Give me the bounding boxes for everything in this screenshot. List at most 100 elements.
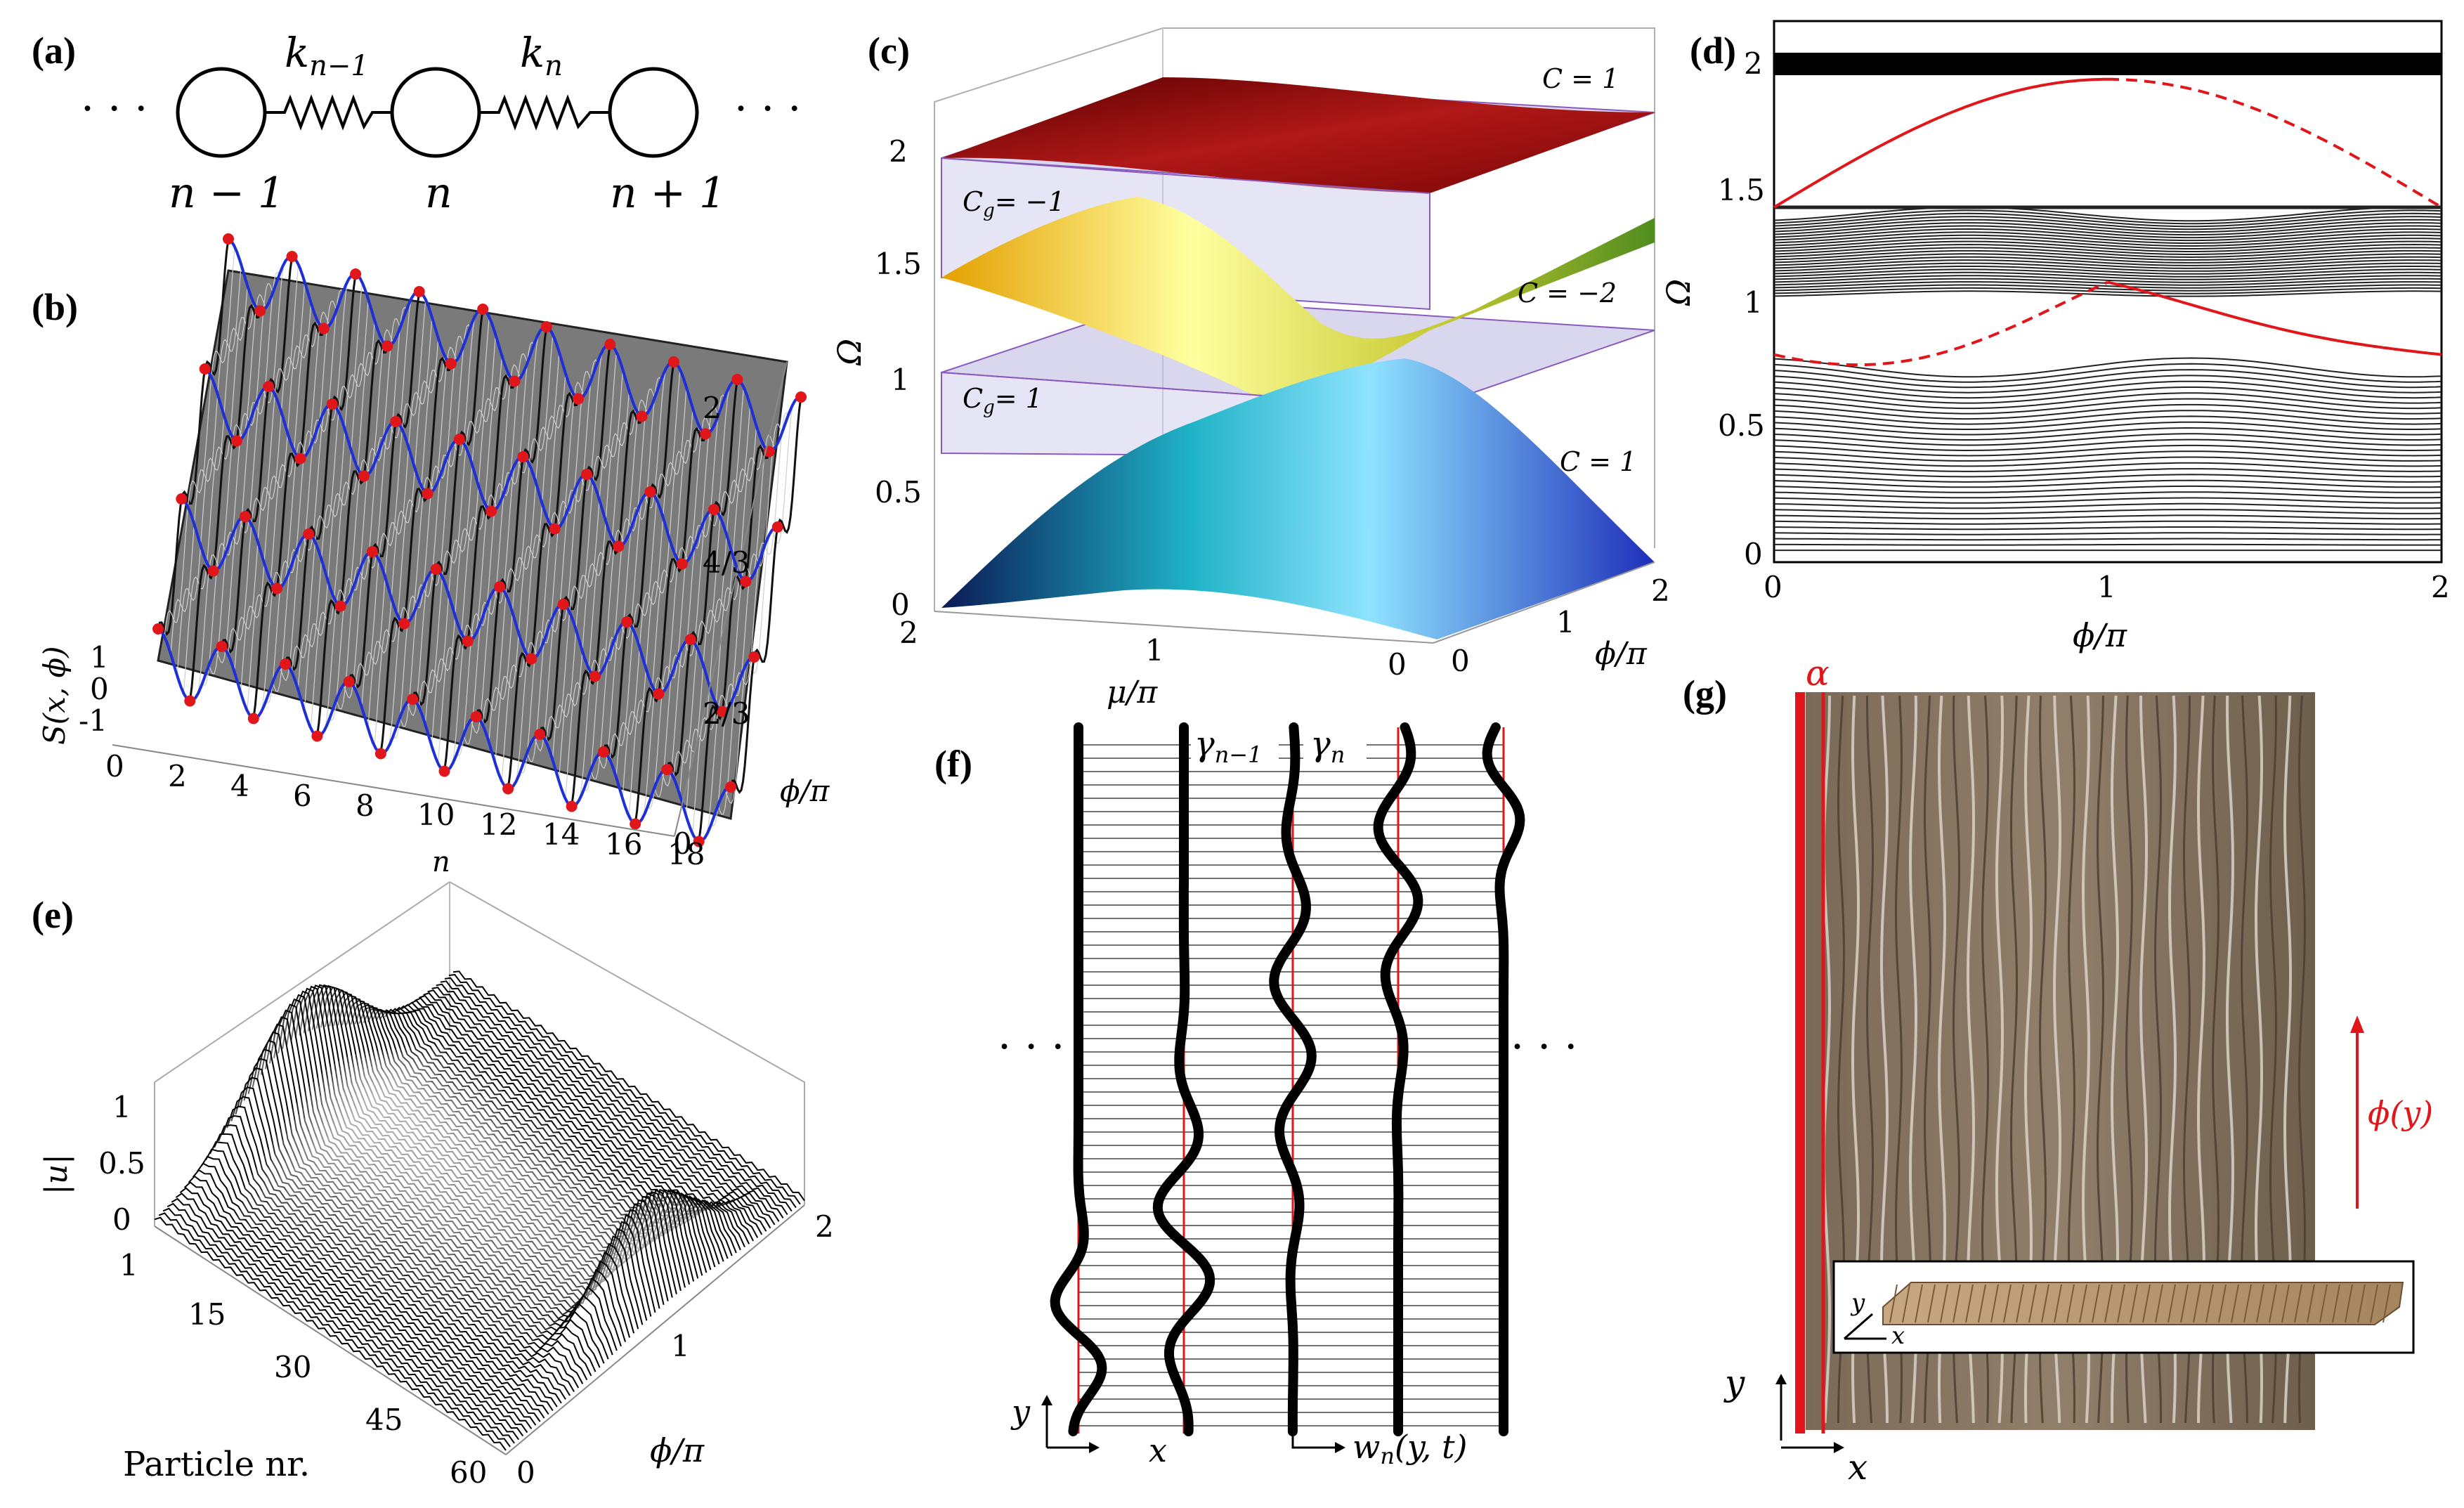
b-red-point [557, 599, 569, 610]
panel-label-f: (f) [934, 743, 972, 785]
d-middle-band-line [1773, 240, 2442, 252]
panel-g-photo: α ϕ(y) y x y x [1723, 653, 2433, 1488]
b-z-tick-0: 0 [90, 672, 109, 706]
e-waterfall-line [209, 1141, 562, 1404]
b-x-tick: 2 [168, 759, 187, 793]
g-inset-rib [2130, 1284, 2138, 1323]
c-phi-tick-2: 2 [1651, 573, 1670, 608]
b-mesh-line [672, 387, 745, 778]
f-axes-arrowheads [1041, 1395, 1100, 1453]
d-lower-band-line [1773, 479, 2442, 488]
b-red-point [540, 321, 552, 332]
c-z-tick-2: 2 [889, 134, 908, 169]
e-waterfall-line [273, 1009, 626, 1342]
b-red-point [731, 374, 743, 385]
b-mesh-line [692, 443, 764, 834]
b-mesh-line [310, 338, 382, 729]
c-phi-label: ϕ/π [1595, 636, 1648, 672]
b-phi-tick-2: 2 [703, 391, 722, 425]
c-axis-phi [1433, 561, 1655, 644]
g-inset-rib [2016, 1284, 2024, 1323]
b-red-point [398, 618, 410, 630]
b-mesh-line [431, 356, 502, 746]
b-mesh-line [597, 365, 668, 769]
d-lower-band-line [1773, 444, 2442, 457]
b-x-tick: 0 [105, 749, 124, 784]
b-mesh-line [304, 320, 375, 711]
b-mesh-line [641, 417, 712, 820]
b-mesh-line [653, 394, 725, 798]
c-gap-label-bot: Cg= 1 [963, 383, 1043, 418]
g-inset-rib [2281, 1284, 2290, 1323]
c-band-label-top: C = 1 [1542, 63, 1619, 94]
g-inset-rib [2066, 1284, 2075, 1323]
g-inset-rib [2345, 1284, 2353, 1323]
d-top-band [1774, 53, 2442, 75]
b-mesh-line [348, 291, 421, 689]
g-inset-rib [2205, 1284, 2214, 1323]
e-waterfall-line [154, 1216, 507, 1451]
panel-f-beams: · · · · · · γn−1 γn y x wn(y, t) [998, 722, 1577, 1469]
d-lower-band-line [1773, 415, 2442, 430]
b-red-point [526, 653, 537, 665]
b-red-point [725, 781, 736, 793]
b-x-tick: 4 [230, 769, 249, 803]
d-lower-band-line [1773, 462, 2442, 472]
f-dots-right: · · · [1511, 1022, 1577, 1072]
d-middle-band-line [1773, 275, 2442, 283]
g-inset-rib [1953, 1284, 1961, 1323]
mass-label-mid: n [425, 169, 452, 218]
d-y-label: Ω [1660, 279, 1697, 306]
b-mesh-line [164, 247, 235, 637]
d-middle-band-line [1773, 212, 2442, 228]
b-mesh-line [272, 289, 344, 692]
b-mesh-line [565, 408, 637, 799]
g-inset-rib [2256, 1284, 2264, 1323]
panel-label-e: (e) [32, 894, 74, 936]
e-z-tick-1: 1 [112, 1090, 131, 1124]
d-lower-band-line [1773, 369, 2442, 389]
f-beam-4 [1373, 722, 1423, 1436]
b-mesh-line [195, 294, 267, 697]
b-red-point [636, 410, 648, 422]
b-red-point [566, 800, 578, 812]
b-x-tick: 10 [417, 798, 455, 832]
b-red-point [477, 304, 489, 315]
g-phi-label: ϕ(y) [2368, 1094, 2433, 1132]
b-red-point [795, 391, 807, 403]
b-red-point [294, 453, 306, 464]
b-z-tick-1: 1 [90, 640, 109, 675]
g-inset-rib [2307, 1284, 2315, 1323]
mass-mid [390, 67, 481, 158]
b-mesh-line [355, 299, 426, 690]
b-red-point [693, 836, 705, 847]
b-mesh-line [322, 329, 394, 732]
b-mesh-line [558, 391, 630, 781]
b-mesh-line [533, 348, 604, 752]
g-inset-rib [2054, 1284, 2062, 1323]
e-waterfall-line [235, 1086, 588, 1381]
c-band-middle [941, 197, 1655, 401]
d-middle-band-line [1773, 266, 2442, 275]
b-red-point [263, 381, 275, 392]
g-inset-rib [1978, 1284, 1986, 1323]
b-red-point [422, 488, 434, 500]
panel-label-b: (b) [32, 286, 78, 328]
b-red-point [517, 451, 529, 462]
b-mesh-line [538, 344, 611, 741]
panel-label-c: (c) [868, 30, 910, 72]
f-axes-corner [1045, 1398, 1096, 1449]
c-mu-label: μ/π [1107, 675, 1158, 710]
b-red-point [740, 576, 752, 587]
b-red-point [462, 635, 474, 647]
panel-e-waterfall: 1 0.5 0 |u| n 1 15 30 45 60 Particle nr.… [39, 846, 834, 1490]
e-n-tick-30: 30 [274, 1350, 311, 1384]
d-middle-band-line [1773, 219, 2442, 233]
b-red-point [184, 695, 196, 707]
mass-right [608, 67, 699, 158]
spring-left [265, 94, 392, 131]
d-middle-band-line [1773, 284, 2442, 292]
b-red-point [494, 581, 506, 592]
panel-label-g: (g) [1683, 672, 1727, 715]
